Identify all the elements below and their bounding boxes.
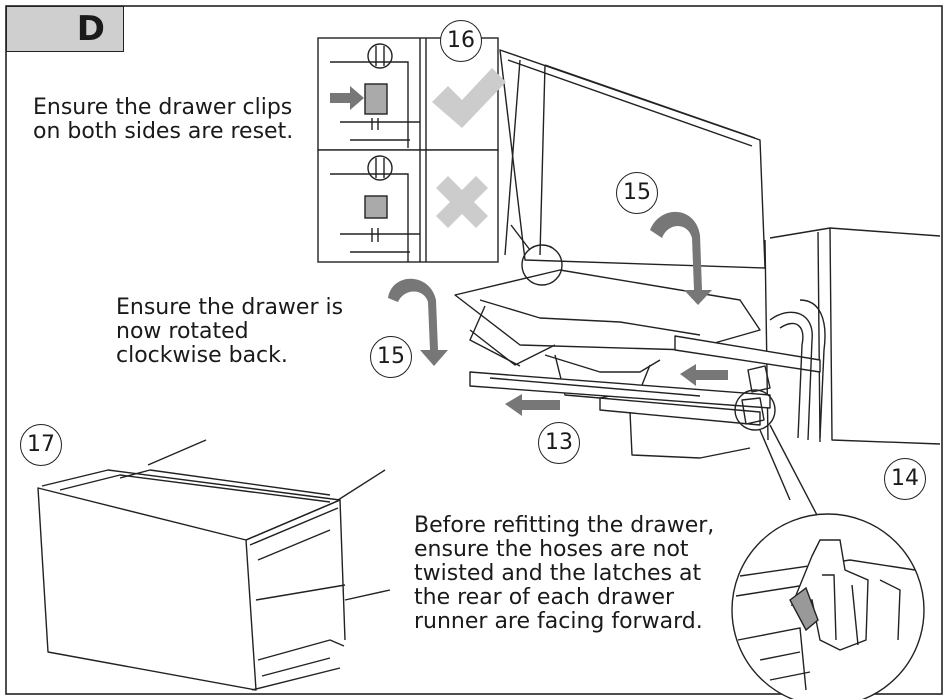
instruction-line: on both sides are reset. bbox=[33, 119, 294, 144]
instruction-line: clockwise back. bbox=[116, 343, 288, 368]
instruction-line: Ensure the drawer is bbox=[116, 295, 344, 320]
step-14: 14 bbox=[884, 458, 926, 500]
drawer-illustration bbox=[37, 439, 391, 691]
instruction-line: Ensure the drawer clips bbox=[33, 95, 293, 120]
clip-detail-panels bbox=[317, 37, 499, 263]
instruction-line: now rotated bbox=[116, 319, 249, 344]
arrow-icon bbox=[330, 86, 364, 110]
instruction-line: the rear of each drawer bbox=[414, 585, 675, 610]
section-badge: D bbox=[6, 6, 124, 52]
step-17: 17 bbox=[20, 424, 62, 466]
instruction-clips: Ensure the drawer clips on both sides ar… bbox=[33, 96, 293, 144]
instruction-line: ensure the hoses are not bbox=[414, 537, 689, 562]
cabinet-illustration bbox=[454, 49, 941, 541]
step-15-drawer: 15 bbox=[616, 172, 658, 214]
step-16: 16 bbox=[440, 20, 482, 62]
instruction-line: runner are facing forward. bbox=[414, 609, 703, 634]
instruction-refit: Before refitting the drawer, ensure the … bbox=[414, 514, 714, 634]
cross-mark-icon bbox=[436, 176, 488, 228]
step-13: 13 bbox=[538, 422, 580, 464]
zoom-marker-latch bbox=[734, 389, 776, 431]
zoom-marker-clip bbox=[521, 244, 563, 286]
page-frame bbox=[5, 5, 943, 695]
instruction-line: twisted and the latches at bbox=[414, 561, 702, 586]
check-mark-icon bbox=[432, 68, 506, 128]
instruction-rotated: Ensure the drawer is now rotated clockwi… bbox=[116, 296, 343, 368]
step-15-left: 15 bbox=[370, 336, 412, 378]
instruction-line: Before refitting the drawer, bbox=[414, 513, 715, 538]
latch-zoom-detail bbox=[731, 513, 925, 699]
